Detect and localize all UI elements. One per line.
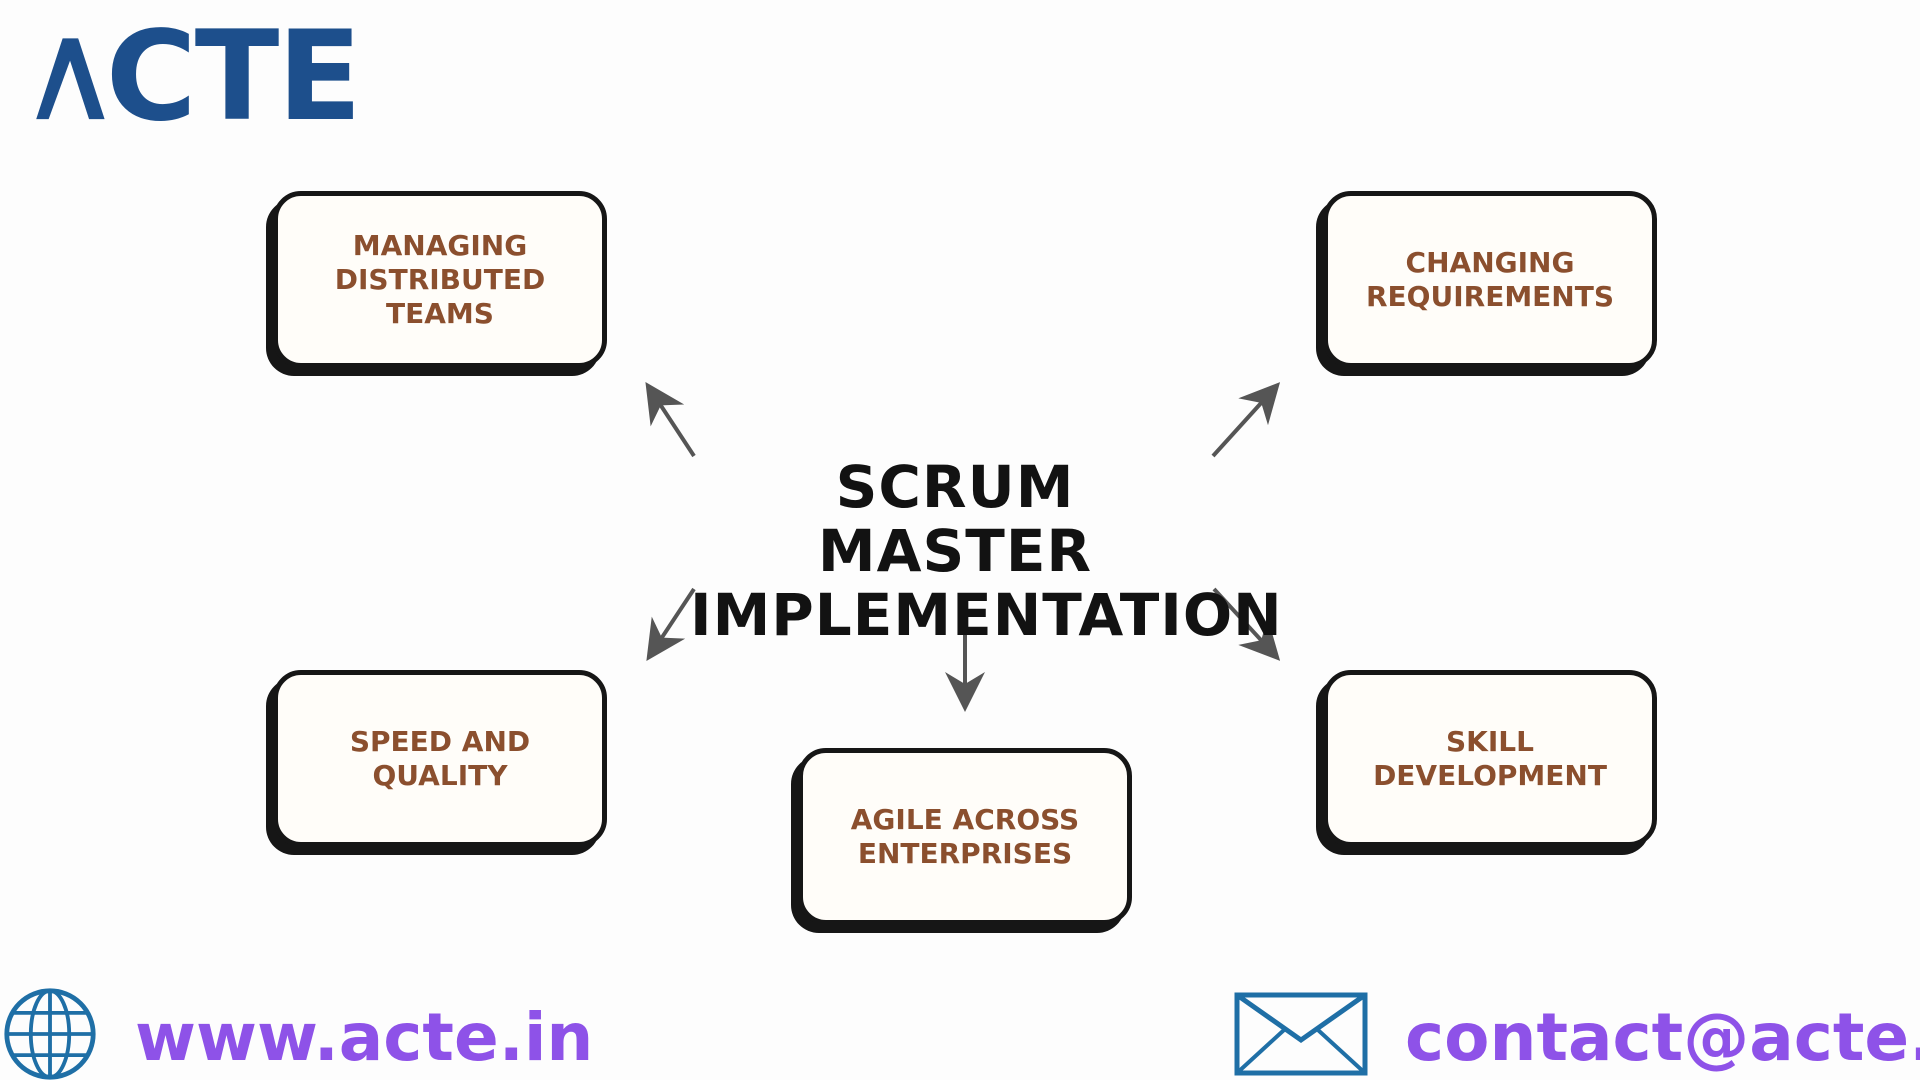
center-title-line2: IMPLEMENTATION <box>690 581 1283 649</box>
box-label: SKILL DEVELOPMENT <box>1373 724 1607 792</box>
website-link[interactable]: www.acte.in <box>135 995 593 1079</box>
acte-logo: CTE <box>30 5 362 149</box>
logo-text: CTE <box>105 5 362 149</box>
box-speed-and-quality: SPEED AND QUALITY <box>273 670 607 847</box>
arrow-to-managing <box>645 381 696 458</box>
envelope-icon <box>1234 992 1368 1076</box>
box-managing-distributed-teams: MANAGING DISTRIBUTED TEAMS <box>273 191 607 368</box>
box-label: MANAGING DISTRIBUTED TEAMS <box>334 228 546 330</box>
box-changing-requirements: CHANGING REQUIREMENTS <box>1323 191 1657 368</box>
box-skill-development: SKILL DEVELOPMENT <box>1323 670 1657 847</box>
website-text[interactable]: www.acte.in <box>135 998 594 1076</box>
arrow-to-speed <box>646 587 696 662</box>
center-title: SCRUM MASTER IMPLEMENTATION <box>690 453 1283 649</box>
arrow-to-changing <box>1211 382 1281 458</box>
box-label: AGILE ACROSS ENTERPRISES <box>850 802 1080 870</box>
logo-a-mark <box>36 37 105 119</box>
globe-icon <box>4 988 96 1080</box>
email-link[interactable]: contact@acte.in <box>1405 995 1920 1079</box>
box-label: CHANGING REQUIREMENTS <box>1365 245 1615 313</box>
box-label: SPEED AND QUALITY <box>349 724 531 792</box>
center-title-line1: SCRUM MASTER <box>817 453 1093 585</box>
box-agile-across-enterprises: AGILE ACROSS ENTERPRISES <box>798 748 1132 925</box>
email-text[interactable]: contact@acte.in <box>1405 998 1920 1076</box>
